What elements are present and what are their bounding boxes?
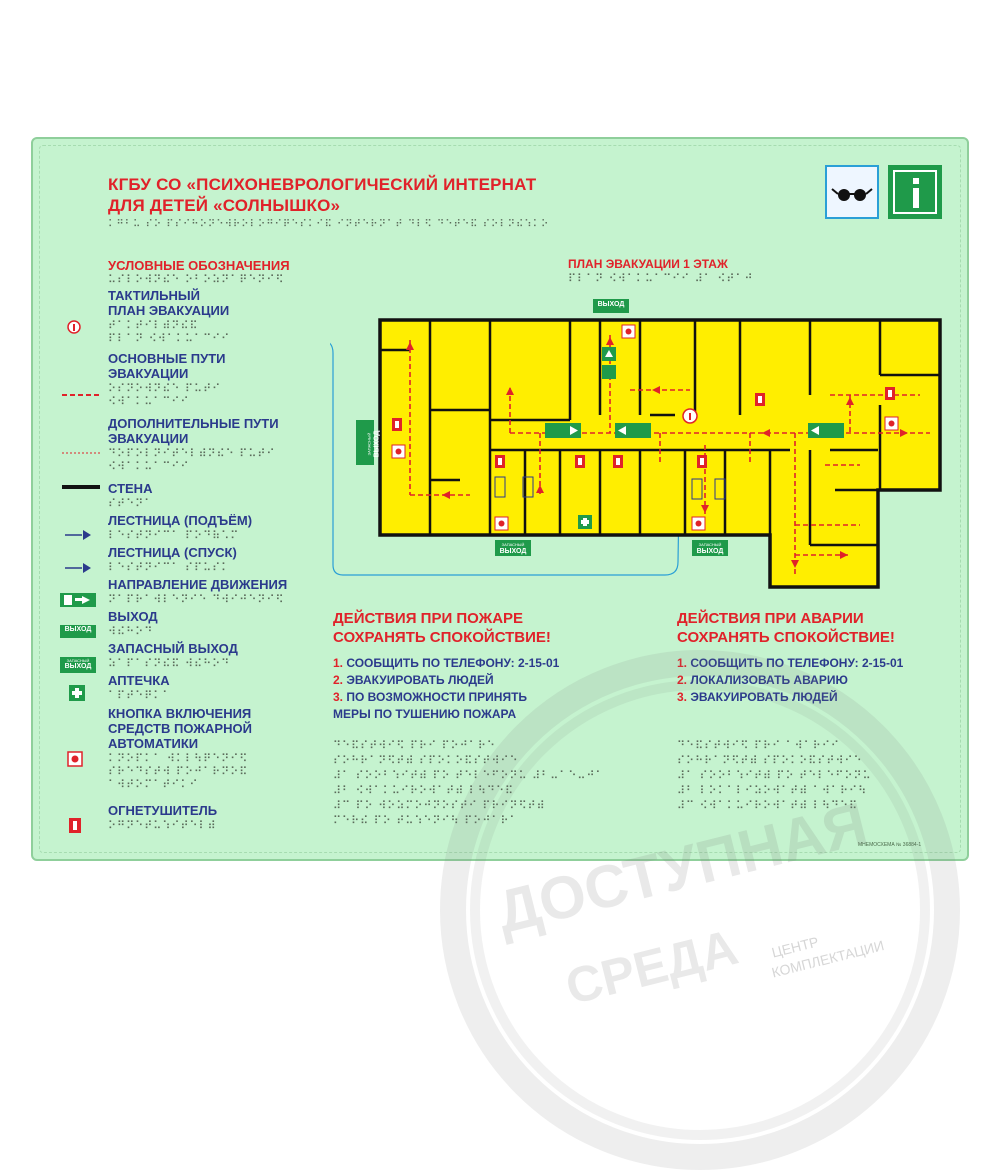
legend-item: СТЕНА⠎⠞⠑⠝⠁ <box>108 481 153 510</box>
spare-exit-sign-icon <box>60 657 96 673</box>
page-title: КГБУ СО «ПСИХОНЕВРОЛОГИЧЕСКИЙ ИНТЕРНАТ Д… <box>108 174 536 216</box>
plan-title: ПЛАН ЭВАКУАЦИИ 1 ЭТАЖ <box>568 257 728 271</box>
legend-item-braille: ⠙⠕⠏⠕⠇⠝⠊⠞⠑⠇⠾⠝⠮⠑ ⠏⠥⠞⠊ ⠪⠺⠁⠅⠥⠁⠉⠊⠊ <box>108 447 276 473</box>
plan-exits <box>356 299 728 556</box>
fire-action-item: 3. ПО ВОЗМОЖНОСТИ ПРИНЯТЬ <box>333 690 528 704</box>
legend-item-label: ОГНЕТУШИТЕЛЬ <box>108 803 218 818</box>
fire-alarm-button-icon <box>67 751 83 767</box>
plan-stairs <box>494 476 726 500</box>
plan-spare-exit-mid-label: ЗАПАСНЫЙ ВЫХОД <box>499 542 527 555</box>
glasses-icon <box>831 188 873 201</box>
fire-extinguisher-icon <box>69 818 81 833</box>
route-arrows <box>406 337 908 568</box>
legend-item: ТАКТИЛЬНЫЙ ПЛАН ЭВАКУАЦИИ⠞⠁⠅⠞⠊⠇⠾⠝⠮⠯ ⠏⠇⠁⠝… <box>108 288 230 345</box>
tactile-plan-leader-line <box>330 342 681 576</box>
fire-actions-list: 1. СООБЩИТЬ ПО ТЕЛЕФОНУ: 2-15-01 2. ЭВАК… <box>333 656 559 722</box>
legend-item-label: КНОПКА ВКЛЮЧЕНИЯ СРЕДСТВ ПОЖАРНОЙ АВТОМА… <box>108 706 252 751</box>
legend-item-label: ДОПОЛНИТЕЛЬНЫЕ ПУТИ ЭВАКУАЦИИ <box>108 416 279 446</box>
legend-item-label: ЛЕСТНИЦА (ПОДЪЁМ) <box>108 513 253 528</box>
tactile-plan-icon <box>67 320 81 334</box>
plan-spare-exit-left-label: ЗАПАСНЫЙ ВЫХОД <box>366 430 381 458</box>
legend-exit-sign-text: ВЫХОД <box>64 626 92 633</box>
legend-item: ЛЕСТНИЦА (СПУСК)⠇⠑⠎⠞⠝⠊⠉⠁ ⠎⠏⠥⠎⠅ <box>108 545 237 574</box>
legend-item: НАПРАВЛЕНИЕ ДВИЖЕНИЯ⠝⠁⠏⠗⠁⠺⠇⠑⠝⠊⠑ ⠙⠺⠊⠚⠑⠝⠊⠫ <box>108 577 287 606</box>
plan-safety-equipment <box>391 324 899 531</box>
exit-sign-icon <box>60 625 96 638</box>
legend-item: ОГНЕТУШИТЕЛЬ⠕⠛⠝⠑⠞⠥⠱⠊⠞⠑⠇⠾ <box>108 803 217 832</box>
legend-item-braille: ⠵⠁⠏⠁⠎⠝⠮⠯ ⠺⠮⠓⠕⠙ <box>108 657 231 670</box>
legend-item-braille: ⠝⠁⠏⠗⠁⠺⠇⠑⠝⠊⠑ ⠙⠺⠊⠚⠑⠝⠊⠫ <box>108 593 285 606</box>
legend-spare-exit-small: ЗАПАСНЫЙ <box>66 658 90 663</box>
legend-heading-braille: ⠥⠎⠇⠕⠺⠝⠮⠑ ⠕⠃⠕⠵⠝⠁⠟⠑⠝⠊⠫ <box>108 273 285 286</box>
direction-sign-icon <box>60 593 96 607</box>
plan-spare-exit-right-label: ЗАПАСНЫЙ ВЫХОД <box>696 542 724 555</box>
direction-signs <box>545 347 844 438</box>
plan-walls <box>380 320 940 547</box>
visually-impaired-sign <box>825 165 879 219</box>
legend-item-braille: ⠎⠞⠑⠝⠁ <box>108 497 154 510</box>
fire-action-item: 2. ЭВАКУИРОВАТЬ ЛЮДЕЙ <box>333 673 494 687</box>
legend-symbols <box>60 320 100 833</box>
legend-item: ОСНОВНЫЕ ПУТИ ЭВАКУАЦИИ⠕⠎⠝⠕⠺⠝⠮⠑ ⠏⠥⠞⠊ ⠪⠺⠁… <box>108 351 226 408</box>
legend-item-label: ЛЕСТНИЦА (СПУСК) <box>108 545 237 560</box>
fire-action-item-continued: МЕРЫ ПО ТУШЕНИЮ ПОЖАРА <box>333 707 517 721</box>
legend-item-label: ЗАПАСНЫЙ ВЫХОД <box>108 641 238 656</box>
fire-actions-title: ДЕЙСТВИЯ ПРИ ПОЖАРЕ СОХРАНЯТЬ СПОКОЙСТВИ… <box>333 610 551 646</box>
plan-title-braille: ⠏⠇⠁⠝ ⠪⠺⠁⠅⠥⠁⠉⠊⠊ ⠼⠁ ⠪⠞⠁⠚ <box>568 272 754 285</box>
floor-plan <box>330 299 942 589</box>
legend-item-braille: ⠇⠑⠎⠞⠝⠊⠉⠁ ⠏⠕⠙⠷⠡⠍ <box>108 529 240 542</box>
information-icon <box>893 170 937 214</box>
stairs-up-icon <box>65 530 91 540</box>
title-braille: ⠅⠛⠃⠥ ⠎⠕ ⠏⠎⠊⠓⠕⠝⠑⠺⠗⠕⠇⠕⠛⠊⠟⠑⠎⠅⠊⠯ ⠊⠝⠞⠑⠗⠝⠁⠞ ⠙⠇… <box>108 219 550 230</box>
legend-item-label: ОСНОВНЫЕ ПУТИ ЭВАКУАЦИИ <box>108 351 226 381</box>
legend-item: ЗАПАСНЫЙ ВЫХОД⠵⠁⠏⠁⠎⠝⠮⠯ ⠺⠮⠓⠕⠙ <box>108 641 238 670</box>
fire-action-item: 1. СООБЩИТЬ ПО ТЕЛЕФОНУ: 2-15-01 <box>333 656 560 670</box>
legend-item-label: СТЕНА <box>108 481 153 496</box>
legend-item: АПТЕЧКА⠁⠏⠞⠑⠟⠅⠁ <box>108 673 171 702</box>
plan-exit-top-label: ВЫХОД <box>597 301 625 308</box>
legend-item-braille: ⠕⠎⠝⠕⠺⠝⠮⠑ ⠏⠥⠞⠊ ⠪⠺⠁⠅⠥⠁⠉⠊⠊ <box>108 382 222 408</box>
legend-item-braille: ⠞⠁⠅⠞⠊⠇⠾⠝⠮⠯ ⠏⠇⠁⠝ ⠪⠺⠁⠅⠥⠁⠉⠊⠊ <box>108 319 231 345</box>
legend-item-label: ТАКТИЛЬНЫЙ ПЛАН ЭВАКУАЦИИ <box>108 288 230 318</box>
accident-actions-title: ДЕЙСТВИЯ ПРИ АВАРИИ СОХРАНЯТЬ СПОКОЙСТВИ… <box>677 610 895 646</box>
legend-item-braille: ⠅⠝⠕⠏⠅⠁ ⠺⠅⠇⠳⠟⠑⠝⠊⠫ ⠎⠗⠑⠙⠎⠞⠺ ⠏⠕⠚⠁⠗⠝⠕⠯ ⠁⠺⠞⠕⠍⠁… <box>108 752 249 791</box>
title-line-2: ДЛЯ ДЕТЕЙ «СОЛНЫШКО» <box>108 196 341 215</box>
legend-item-braille: ⠇⠑⠎⠞⠝⠊⠉⠁ ⠎⠏⠥⠎⠅ <box>108 561 231 574</box>
legend-item: КНОПКА ВКЛЮЧЕНИЯ СРЕДСТВ ПОЖАРНОЙ АВТОМА… <box>108 706 252 791</box>
first-aid-icon <box>69 685 85 701</box>
legend-item-label: АПТЕЧКА <box>108 673 170 688</box>
legend-item: ВЫХОД⠺⠮⠓⠕⠙ <box>108 609 158 638</box>
plan-first-aid-icon <box>578 515 592 529</box>
legend-heading: УСЛОВНЫЕ ОБОЗНАЧЕНИЯ <box>108 258 290 273</box>
legend-item-braille: ⠺⠮⠓⠕⠙ <box>108 625 154 638</box>
legend-item-label: НАПРАВЛЕНИЕ ДВИЖЕНИЯ <box>108 577 288 592</box>
legend-item: ДОПОЛНИТЕЛЬНЫЕ ПУТИ ЭВАКУАЦИИ⠙⠕⠏⠕⠇⠝⠊⠞⠑⠇⠾… <box>108 416 279 473</box>
legend-item-label: ВЫХОД <box>108 609 158 624</box>
legend-item-braille: ⠁⠏⠞⠑⠟⠅⠁ <box>108 689 172 702</box>
stairs-down-icon <box>65 563 91 573</box>
legend-item-braille: ⠕⠛⠝⠑⠞⠥⠱⠊⠞⠑⠇⠾ <box>108 819 217 832</box>
information-sign <box>888 165 942 219</box>
legend-spare-exit-big: ВЫХОД <box>64 663 92 670</box>
legend-item: ЛЕСТНИЦА (ПОДЪЁМ)⠇⠑⠎⠞⠝⠊⠉⠁ ⠏⠕⠙⠷⠡⠍ <box>108 513 252 542</box>
title-line-1: КГБУ СО «ПСИХОНЕВРОЛОГИЧЕСКИЙ ИНТЕРНАТ <box>108 175 537 194</box>
